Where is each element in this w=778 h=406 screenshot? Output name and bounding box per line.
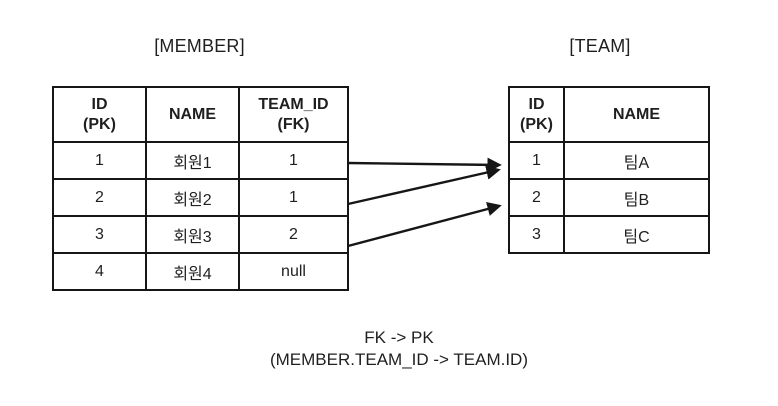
- team-row-2: 2 팀B: [508, 178, 710, 217]
- team-r1-id: 1: [508, 141, 565, 180]
- member-r3-name: 회원3: [145, 215, 240, 254]
- member-r2-name: 회원2: [145, 178, 240, 217]
- member-r4-id: 4: [52, 252, 147, 291]
- team-table: ID (PK) NAME 1 팀A 2 팀B 3 팀C: [508, 86, 710, 254]
- fk-arrow-member1-to-team1: [347, 157, 502, 173]
- member-r1-team-id: 1: [238, 141, 349, 180]
- member-table: ID (PK) NAME TEAM_ID (FK) 1 회원1 1 2 회원2 …: [52, 86, 349, 291]
- member-header-team-id: TEAM_ID (FK): [238, 86, 349, 143]
- team-r1-name: 팀A: [563, 141, 710, 180]
- team-header-id: ID (PK): [508, 86, 565, 143]
- team-r3-id: 3: [508, 215, 565, 254]
- member-r2-team-id: 1: [238, 178, 349, 217]
- caption-line-2: (MEMBER.TEAM_ID -> TEAM.ID): [269, 350, 528, 370]
- team-r2-id: 2: [508, 178, 565, 217]
- team-header-row: ID (PK) NAME: [508, 86, 710, 143]
- team-r2-name: 팀B: [563, 178, 710, 217]
- fk-arrow-member2-to-team1: [347, 165, 501, 206]
- member-row-4: 4 회원4 null: [52, 252, 349, 291]
- team-table-title: [TEAM]: [569, 36, 631, 56]
- member-r1-name: 회원1: [145, 141, 240, 180]
- member-r2-id: 2: [52, 178, 147, 217]
- team-row-3: 3 팀C: [508, 215, 710, 254]
- member-row-2: 2 회원2 1: [52, 178, 349, 217]
- member-r4-name: 회원4: [145, 252, 240, 291]
- team-header-name: NAME: [563, 86, 710, 143]
- member-r1-id: 1: [52, 141, 147, 180]
- member-row-3: 3 회원3 2: [52, 215, 349, 254]
- caption-line-1: FK -> PK: [364, 328, 434, 347]
- fk-arrow-member3-to-team2: [347, 201, 502, 248]
- member-table-title: [MEMBER]: [154, 36, 245, 56]
- team-r3-name: 팀C: [563, 215, 710, 254]
- team-row-1: 1 팀A: [508, 141, 710, 180]
- member-r3-id: 3: [52, 215, 147, 254]
- caption: FK -> PK (MEMBER.TEAM_ID -> TEAM.ID): [20, 327, 778, 371]
- member-r3-team-id: 2: [238, 215, 349, 254]
- member-row-1: 1 회원1 1: [52, 141, 349, 180]
- member-header-id: ID (PK): [52, 86, 147, 143]
- member-header-name: NAME: [145, 86, 240, 143]
- member-r4-team-id: null: [238, 252, 349, 291]
- member-header-row: ID (PK) NAME TEAM_ID (FK): [52, 86, 349, 143]
